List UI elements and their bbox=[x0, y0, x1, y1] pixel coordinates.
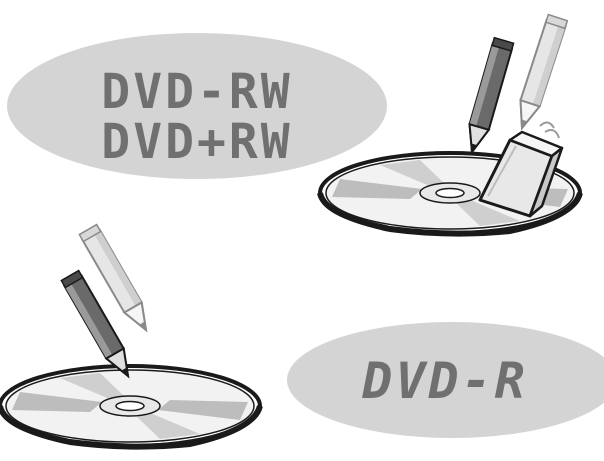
write-once-label: DVD-R bbox=[361, 352, 528, 410]
write-once-disc-scene bbox=[0, 225, 260, 447]
rewritable-label-line1: DVD-RW bbox=[101, 64, 292, 120]
dark-pencil-icon bbox=[462, 38, 513, 155]
rewritable-formats-badge: DVD-RW DVD+RW bbox=[7, 33, 387, 179]
rewritable-label-line2: DVD+RW bbox=[101, 114, 292, 170]
optical-disc-icon bbox=[0, 366, 260, 447]
write-once-format-badge: DVD-R bbox=[287, 322, 604, 438]
light-pencil-icon bbox=[512, 15, 567, 132]
